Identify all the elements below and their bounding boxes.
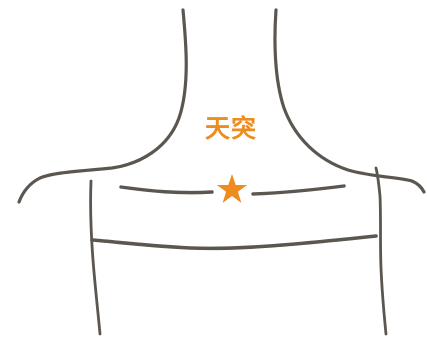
neck-right-contour bbox=[275, 10, 424, 192]
chest-line bbox=[92, 236, 376, 248]
torso-right-contour bbox=[376, 168, 386, 334]
clavicle-right bbox=[253, 186, 344, 194]
star-icon bbox=[217, 174, 247, 203]
clavicle-left bbox=[121, 187, 212, 193]
acupoint-label: 天突 bbox=[205, 114, 257, 144]
neck-left-contour bbox=[19, 10, 186, 202]
torso-left-contour bbox=[91, 181, 100, 334]
